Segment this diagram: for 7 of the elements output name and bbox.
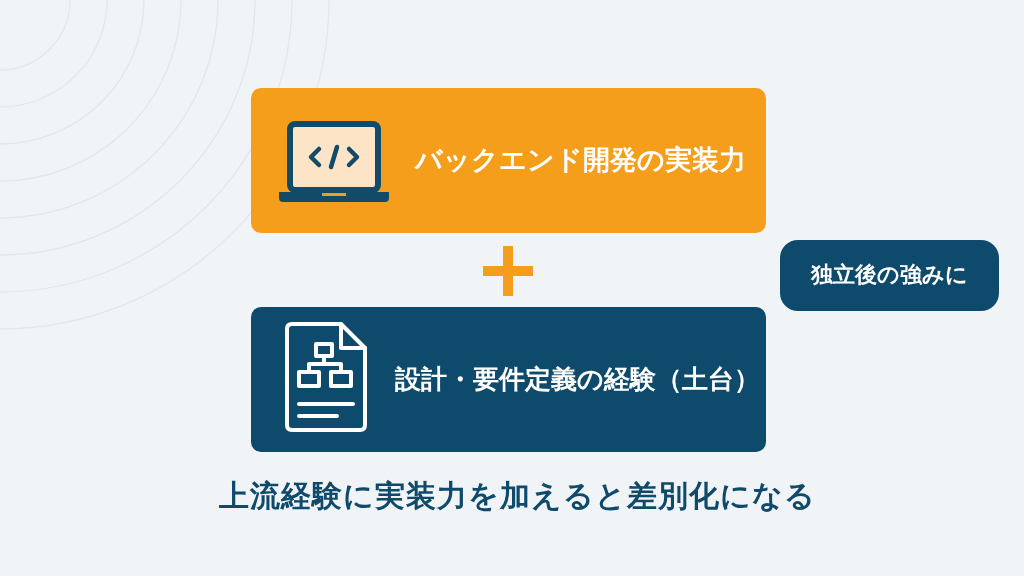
- result-box: [780, 240, 999, 311]
- node-label: バックエンド開発の実装力: [415, 144, 746, 177]
- caption: 上流経験に実装力を加えると差別化になる: [218, 478, 816, 514]
- process-box: [251, 88, 766, 233]
- node-label: 独立後の強みに: [811, 262, 968, 289]
- process-box: [251, 307, 766, 452]
- node-label: 設計・要件定義の経験（土台）: [395, 363, 760, 396]
